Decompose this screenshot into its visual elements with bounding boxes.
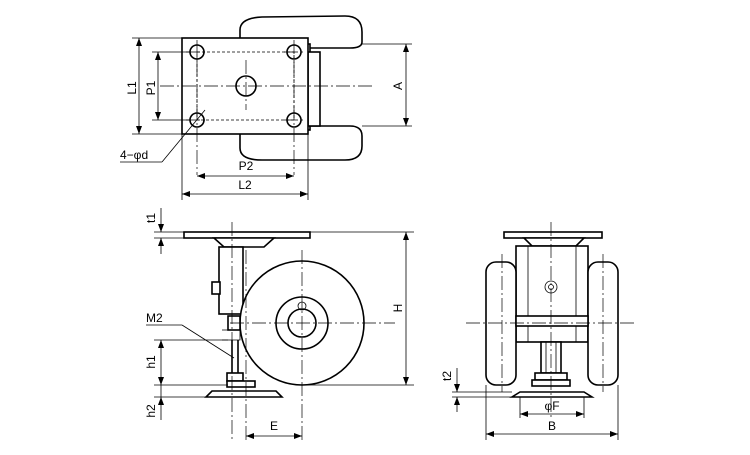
label-P1: P1: [144, 80, 158, 95]
label-A: A: [391, 82, 405, 90]
label-P2: P2: [239, 159, 254, 173]
front-view-plate: [503, 231, 603, 239]
label-F: φF: [544, 399, 559, 413]
label-t2: t2: [440, 371, 454, 381]
label-M2: M2: [146, 311, 163, 325]
front-view-fork: [515, 245, 589, 343]
top-view-fork: [307, 51, 321, 127]
label-hole: 4−φd: [120, 148, 148, 162]
front-view: [452, 222, 636, 440]
top-view: [120, 15, 412, 200]
front-view-foot: [509, 391, 595, 398]
side-view-fork: [218, 246, 244, 315]
side-view: [146, 208, 414, 440]
side-view-plate: [183, 231, 311, 239]
stopper-foot: [204, 390, 284, 398]
label-L1: L1: [125, 81, 139, 95]
label-B: B: [548, 419, 556, 433]
front-view-wheel-left: [485, 261, 517, 386]
label-t1: t1: [144, 213, 158, 223]
side-view-swivel: [211, 237, 277, 248]
label-h1: h1: [144, 355, 158, 369]
label-h2: h2: [144, 404, 158, 418]
label-H: H: [391, 304, 405, 313]
brake-knob: [211, 281, 221, 295]
label-E: E: [270, 419, 278, 433]
label-L2: L2: [238, 178, 252, 192]
